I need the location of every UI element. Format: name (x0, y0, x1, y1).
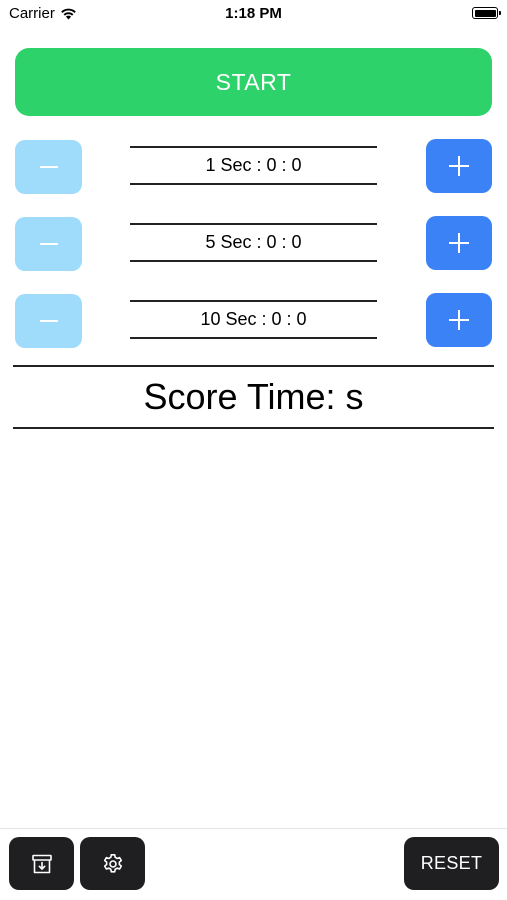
timer-label: 10 Sec : 0 : 0 (200, 309, 307, 329)
wifi-icon (60, 8, 77, 20)
plus-icon (449, 310, 469, 330)
start-button-label: START (215, 68, 292, 95)
minus-icon (39, 243, 58, 245)
score-time-label: Score Time: s (143, 376, 364, 417)
toolbar-divider (0, 828, 507, 829)
settings-button[interactable] (80, 837, 145, 890)
decrement-10-sec-button[interactable] (15, 294, 82, 348)
status-time: 1:18 PM (225, 5, 282, 22)
decrement-5-sec-button[interactable] (15, 217, 82, 271)
reset-button[interactable]: RESET (404, 837, 499, 890)
carrier-info: Carrier (9, 5, 77, 22)
archive-download-icon (30, 852, 54, 876)
timer-1-sec-display: 1 Sec : 0 : 0 (130, 146, 377, 185)
status-bar: Carrier 1:18 PM (0, 0, 507, 28)
timer-10-sec-display: 10 Sec : 0 : 0 (130, 300, 377, 339)
increment-5-sec-button[interactable] (426, 216, 492, 270)
score-time-display: Score Time: s (13, 365, 494, 429)
plus-icon (449, 233, 469, 253)
increment-1-sec-button[interactable] (426, 139, 492, 193)
minus-icon (39, 166, 58, 168)
timer-row-1: 1 Sec : 0 : 0 (0, 139, 507, 195)
plus-icon (449, 156, 469, 176)
reset-button-label: RESET (420, 853, 483, 873)
battery-icon (472, 7, 501, 19)
timer-label: 1 Sec : 0 : 0 (205, 155, 302, 175)
carrier-label: Carrier (9, 5, 55, 22)
timer-row-2: 5 Sec : 0 : 0 (0, 216, 507, 272)
increment-10-sec-button[interactable] (426, 293, 492, 347)
gear-icon (101, 852, 125, 876)
timer-row-3: 10 Sec : 0 : 0 (0, 293, 507, 349)
timer-label: 5 Sec : 0 : 0 (205, 232, 302, 252)
start-button[interactable]: START (15, 48, 492, 116)
timer-5-sec-display: 5 Sec : 0 : 0 (130, 223, 377, 262)
archive-button[interactable] (9, 837, 74, 890)
minus-icon (39, 320, 58, 322)
decrement-1-sec-button[interactable] (15, 140, 82, 194)
